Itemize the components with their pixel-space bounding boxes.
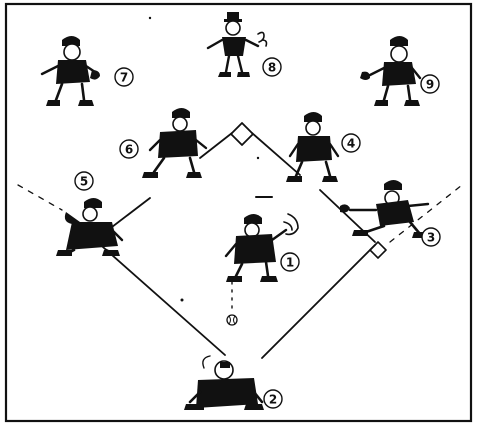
left-fielder-number: 7	[115, 68, 133, 86]
second-baseman-number: 4	[342, 134, 360, 152]
svg-text:2: 2	[269, 393, 277, 407]
third-baseman-figure	[56, 198, 122, 256]
svg-text:4: 4	[347, 137, 355, 151]
first-base	[370, 242, 386, 258]
second-baseman-figure	[286, 112, 338, 182]
center-fielder-figure	[208, 12, 267, 77]
pitcher-figure	[226, 214, 298, 282]
svg-text:9: 9	[426, 78, 434, 92]
first-baseman-number: 3	[422, 228, 440, 246]
left-fielder-figure	[42, 36, 100, 106]
speck	[149, 17, 151, 19]
catcher-number: 2	[264, 390, 282, 408]
speck	[257, 157, 259, 159]
shortstop-figure	[142, 108, 206, 178]
svg-text:3: 3	[427, 231, 435, 245]
right-fielder-figure	[360, 36, 420, 106]
svg-text:8: 8	[268, 61, 276, 75]
speck	[181, 299, 184, 302]
svg-text:1: 1	[286, 256, 294, 270]
second-base	[231, 123, 253, 145]
svg-text:6: 6	[125, 143, 133, 157]
center-fielder-number: 8	[263, 58, 281, 76]
third-baseman-number: 5	[75, 172, 93, 190]
svg-text:5: 5	[80, 175, 88, 189]
pitcher-number: 1	[281, 253, 299, 271]
right-fielder-number: 9	[421, 75, 439, 93]
baseball	[227, 315, 237, 325]
shortstop-number: 6	[120, 140, 138, 158]
catcher-figure	[184, 356, 264, 410]
first-baseman-figure	[340, 180, 430, 238]
svg-text:7: 7	[120, 71, 128, 85]
